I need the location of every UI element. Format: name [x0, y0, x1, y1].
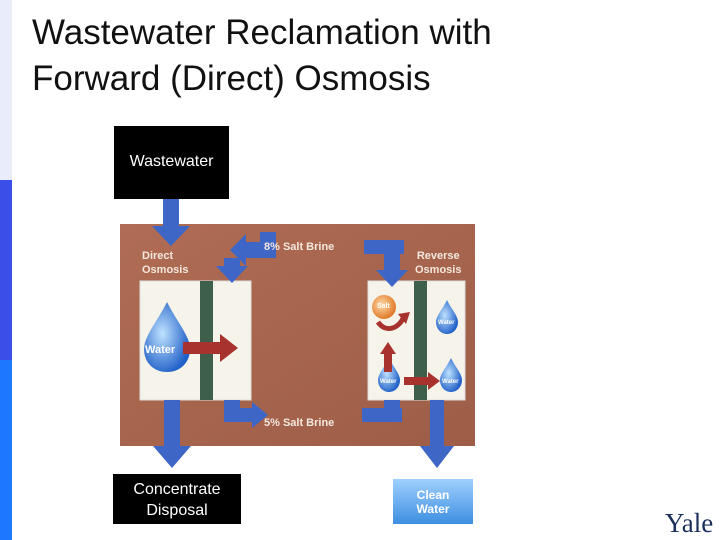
water-drop-icon: [144, 302, 190, 372]
small-water-label-2: Water: [380, 379, 397, 385]
concentrate-arrow: [153, 400, 191, 468]
salt-ball-icon: [372, 295, 396, 319]
sidebar-segment-top: [0, 0, 12, 180]
clean-water-line2: Water: [416, 502, 450, 516]
brine-8-arrow: [216, 232, 276, 283]
salt-return-arrowhead: [398, 312, 410, 324]
brine-bottom-label: 5% Salt Brine: [264, 417, 335, 429]
concentrate-label-line2: Disposal: [146, 502, 208, 519]
ro-up-arrow: [380, 342, 396, 372]
direct-osmosis-membrane: [200, 281, 213, 400]
concentrate-disposal-box: Concentrate Disposal: [113, 474, 241, 524]
reverse-osmosis-membrane: [414, 281, 427, 400]
brine-top-label: 8% Salt Brine: [264, 241, 335, 253]
ro-right-arrow: [404, 372, 440, 390]
clean-water-box: Clean Water: [393, 479, 473, 524]
yale-logo: Yale: [665, 508, 714, 538]
water-flow-arrow: [183, 334, 238, 362]
small-water-label-3: Water: [442, 379, 459, 385]
small-water-drop-icon-1: [436, 300, 458, 334]
wastewater-label: Wastewater: [129, 153, 214, 170]
small-water-drop-icon-3: [440, 358, 462, 392]
sidebar-segment-bottom: [0, 360, 12, 540]
title-line-2: Forward (Direct) Osmosis: [32, 59, 431, 98]
small-water-label-1: Water: [438, 320, 455, 326]
slide-sidebar: [0, 0, 12, 540]
reverse-osmosis-line1: Reverse: [416, 250, 460, 262]
concentrate-label-line1: Concentrate: [133, 481, 221, 498]
direct-osmosis-line1: Direct: [142, 250, 174, 262]
reverse-osmosis-line2: Osmosis: [415, 264, 462, 276]
brine-to-ro-arrow: [364, 240, 408, 287]
small-water-drop-icon-2: [378, 358, 400, 392]
direct-osmosis-line2: Osmosis: [142, 264, 189, 276]
sidebar-segment-middle: [0, 180, 12, 360]
title-line-1: Wastewater Reclamation with: [32, 13, 492, 52]
reverse-osmosis-label: Reverse Osmosis: [415, 249, 461, 277]
salt-label: Salt: [377, 303, 390, 310]
water-drop-label: Water: [145, 344, 176, 356]
brine-5-arrow: [224, 400, 402, 428]
wastewater-arrow: [152, 199, 190, 246]
slide-title: Wastewater Reclamation with Forward (Dir…: [32, 10, 692, 102]
clean-water-line1: Clean: [416, 488, 450, 502]
direct-osmosis-label: Direct Osmosis: [142, 249, 188, 277]
wastewater-input-box: Wastewater: [114, 126, 229, 199]
clean-water-arrow: [420, 400, 454, 468]
